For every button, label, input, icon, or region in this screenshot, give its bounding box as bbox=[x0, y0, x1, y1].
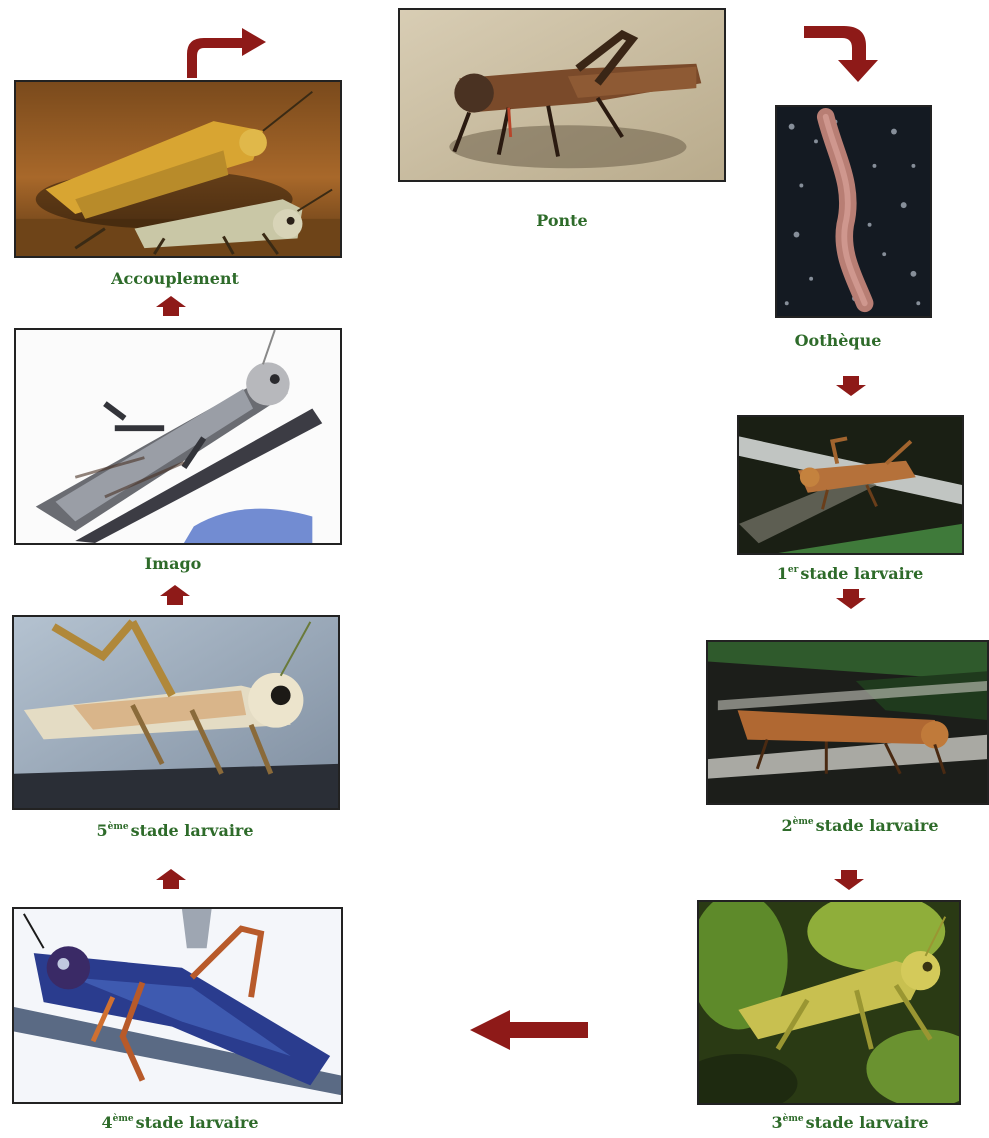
stade5-label: 5èmestade larvaire bbox=[70, 821, 280, 840]
stade3-photo bbox=[697, 900, 961, 1105]
ponte-photo bbox=[398, 8, 726, 182]
stade2-number: 2 bbox=[781, 816, 792, 835]
imago-photo bbox=[14, 328, 342, 545]
stade1-photo bbox=[737, 415, 964, 555]
arrow-stade1-to-stade2 bbox=[836, 589, 866, 609]
stade2-suffix: ème bbox=[793, 817, 814, 827]
ponte-label: Ponte bbox=[512, 211, 612, 230]
stade3-text: stade larvaire bbox=[806, 1113, 929, 1132]
ootheque-photo bbox=[775, 105, 932, 318]
arrow-ponte-to-ootheque bbox=[804, 26, 892, 84]
stade3-suffix: ème bbox=[783, 1114, 804, 1124]
stade1-text: stade larvaire bbox=[800, 564, 923, 583]
arrow-ootheque-to-stade1 bbox=[836, 376, 866, 396]
ootheque-label: Oothèque bbox=[783, 331, 893, 350]
imago-label: Imago bbox=[128, 554, 218, 573]
arrow-accouplement-to-ponte bbox=[184, 24, 268, 78]
stade1-label: 1erstade larvaire bbox=[750, 564, 950, 583]
stade5-suffix: ème bbox=[108, 822, 129, 832]
stade2-photo bbox=[706, 640, 989, 805]
stade3-label: 3èmestade larvaire bbox=[740, 1113, 960, 1132]
stade4-label: 4èmestade larvaire bbox=[75, 1113, 285, 1132]
stade4-photo bbox=[12, 907, 343, 1104]
stade5-number: 5 bbox=[96, 821, 107, 840]
accouplement-photo bbox=[14, 80, 342, 258]
stade4-text: stade larvaire bbox=[136, 1113, 259, 1132]
stade4-number: 4 bbox=[101, 1113, 112, 1132]
arrow-stade2-to-stade3 bbox=[834, 870, 864, 890]
stade2-text: stade larvaire bbox=[816, 816, 939, 835]
arrow-stade5-to-imago bbox=[160, 585, 190, 605]
stade1-suffix: er bbox=[788, 565, 798, 575]
stade3-number: 3 bbox=[771, 1113, 782, 1132]
stade5-photo bbox=[12, 615, 340, 810]
stade5-text: stade larvaire bbox=[131, 821, 254, 840]
arrow-stade4-to-stade5 bbox=[156, 869, 186, 889]
stade2-label: 2èmestade larvaire bbox=[755, 816, 965, 835]
stade1-number: 1 bbox=[777, 564, 788, 583]
arrow-imago-to-accouplement bbox=[156, 296, 186, 316]
arrow-stade3-to-stade4 bbox=[470, 1010, 588, 1050]
stade4-suffix: ème bbox=[113, 1114, 134, 1124]
accouplement-label: Accouplement bbox=[100, 269, 250, 288]
